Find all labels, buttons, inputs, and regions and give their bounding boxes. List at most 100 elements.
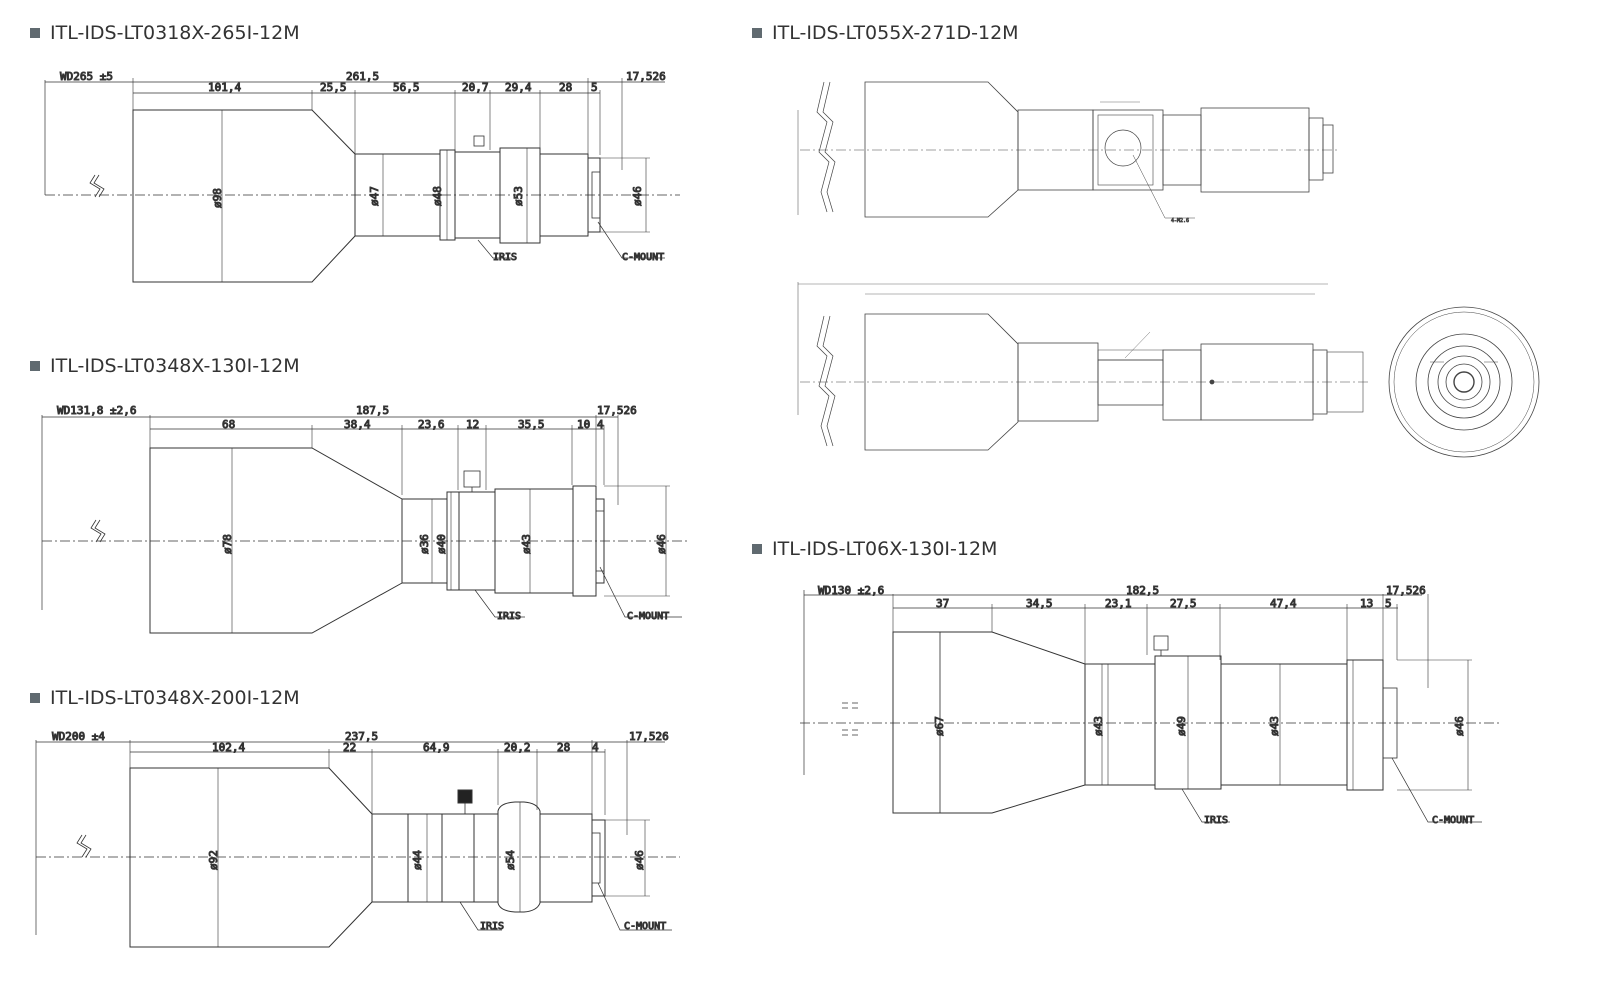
segment-label: 102,4 [212, 741, 245, 754]
diameter-label: ø40 [435, 534, 448, 554]
working-distance-label: WD200 ±4 [52, 730, 105, 743]
segment-label: 27,5 [1170, 597, 1197, 610]
segment-label: 28 [557, 741, 570, 754]
front-barrel [149, 447, 403, 634]
iris-knob-icon [473, 135, 485, 147]
title-bullet-icon [30, 693, 40, 703]
drawing-title-text: ITL-IDS-LT0318X-265I-12M [50, 22, 300, 44]
total-length-label: 182,5 [1126, 584, 1159, 597]
total-length-label: 237,5 [345, 730, 378, 743]
segment-label: 22 [343, 741, 356, 754]
segment-label: 34,5 [1026, 597, 1053, 610]
drawing-title-text: ITL-IDS-LT055X-271D-12M [772, 22, 1019, 44]
screw-spec-label: 4-M2.6 [1171, 218, 1189, 224]
segment-label: 64,9 [423, 741, 450, 754]
diameter-label: ø43 [1092, 716, 1105, 736]
flange-distance-label: 17,526 [597, 404, 637, 417]
segment-label: 12 [466, 418, 479, 431]
segment-label: 4 [592, 741, 599, 754]
diameter-label: ø47 [368, 186, 381, 206]
diameter-label: ø46 [633, 850, 646, 870]
c-mount-label: C-MOUNT [1432, 815, 1474, 826]
segment-label: 23,1 [1105, 597, 1132, 610]
diameter-label: ø78 [221, 534, 234, 554]
front-barrel [864, 313, 1019, 451]
segment-label: 23,6 [418, 418, 445, 431]
lens-drawing-2: WD131,8 ±2,6 187,5 17,526 68 38,4 23,6 1… [41, 404, 690, 634]
front-view [1388, 306, 1540, 458]
segment-label: 35,5 [518, 418, 545, 431]
title-bullet-icon [30, 361, 40, 371]
segment-label: 20,2 [504, 741, 531, 754]
iris-label: IRIS [1204, 815, 1228, 826]
front-barrel [132, 109, 356, 283]
iris-knob-icon [1153, 635, 1169, 651]
diameter-label: ø54 [504, 850, 517, 870]
front-barrel [864, 81, 1019, 218]
working-distance-label: WD265 ±5 [60, 70, 113, 83]
segment-label: 28 [559, 81, 572, 94]
diameter-label: ø53 [512, 186, 525, 206]
break-symbol [816, 81, 836, 213]
drawing-title: ITL-IDS-LT0348X-130I-12M [30, 355, 300, 377]
diameter-label: ø36 [418, 534, 431, 554]
front-barrel [129, 767, 373, 948]
drawing-title: ITL-IDS-LT055X-271D-12M [752, 22, 1019, 44]
lens-drawing-4: 4-M2.6 [797, 81, 1540, 458]
title-bullet-icon [30, 28, 40, 38]
segment-label: 25,5 [320, 81, 347, 94]
iris-label: IRIS [480, 921, 504, 932]
c-mount-label: C-MOUNT [622, 252, 664, 263]
diameter-label: ø92 [207, 850, 220, 870]
segment-label: 13 [1360, 597, 1373, 610]
total-length-label: 261,5 [346, 70, 379, 83]
diameter-label: ø48 [431, 186, 444, 206]
segment-label: 5 [591, 81, 598, 94]
flange-distance-label: 17,526 [1386, 584, 1426, 597]
segment-label: 56,5 [393, 81, 420, 94]
diameter-label: ø46 [655, 534, 668, 554]
flange-distance-label: 17,526 [626, 70, 666, 83]
iris-label: IRIS [497, 611, 521, 622]
drawing-title-text: ITL-IDS-LT0348X-130I-12M [50, 355, 300, 377]
diameter-label: ø43 [1268, 716, 1281, 736]
iris-ring [441, 813, 475, 903]
segment-label: 68 [222, 418, 235, 431]
segment-label: 37 [936, 597, 949, 610]
diameter-label: ø43 [520, 534, 533, 554]
segment-label: 38,4 [344, 418, 371, 431]
diameter-label: ø67 [933, 716, 946, 736]
break-symbol [816, 315, 836, 447]
iris-knob-icon [457, 789, 473, 804]
iris-label: IRIS [493, 252, 517, 263]
diameter-label: ø98 [211, 188, 224, 208]
break-symbol [76, 834, 92, 858]
diameter-label: ø46 [1453, 716, 1466, 736]
break-symbol [90, 519, 106, 543]
drawing-title: ITL-IDS-LT06X-130I-12M [752, 538, 997, 560]
segment-label: 10 [577, 418, 590, 431]
diameter-label: ø46 [631, 186, 644, 206]
drawing-title: ITL-IDS-LT0348X-200I-12M [30, 687, 300, 709]
drawing-title-text: ITL-IDS-LT06X-130I-12M [772, 538, 998, 560]
segment-label: 29,4 [505, 81, 532, 94]
lens-drawing-5: WD130 ±2,6 182,5 17,526 37 34,5 23,1 27,… [800, 584, 1500, 827]
iris-knob-icon [463, 470, 481, 488]
working-distance-label: WD131,8 ±2,6 [57, 404, 136, 417]
title-bullet-icon [752, 28, 762, 38]
diameter-label: ø44 [411, 850, 424, 870]
break-symbol [89, 174, 105, 198]
c-mount-label: C-MOUNT [627, 611, 669, 622]
c-mount-label: C-MOUNT [624, 921, 666, 932]
lens-drawing-1: WD265 ±5 261,5 17,526 101,4 25,5 56,5 20… [44, 70, 680, 283]
break-symbol [842, 702, 858, 736]
lens-drawing-3: WD200 ±4 237,5 17,526 102,4 22 64,9 20,2… [35, 730, 680, 948]
total-length-label: 187,5 [356, 404, 389, 417]
flange-distance-label: 17,526 [629, 730, 669, 743]
drawing-title: ITL-IDS-LT0318X-265I-12M [30, 22, 300, 44]
diameter-label: ø49 [1175, 716, 1188, 736]
segment-label: 101,4 [208, 81, 241, 94]
title-bullet-icon [752, 544, 762, 554]
segment-label: 5 [1385, 597, 1392, 610]
drawing-title-text: ITL-IDS-LT0348X-200I-12M [50, 687, 300, 709]
